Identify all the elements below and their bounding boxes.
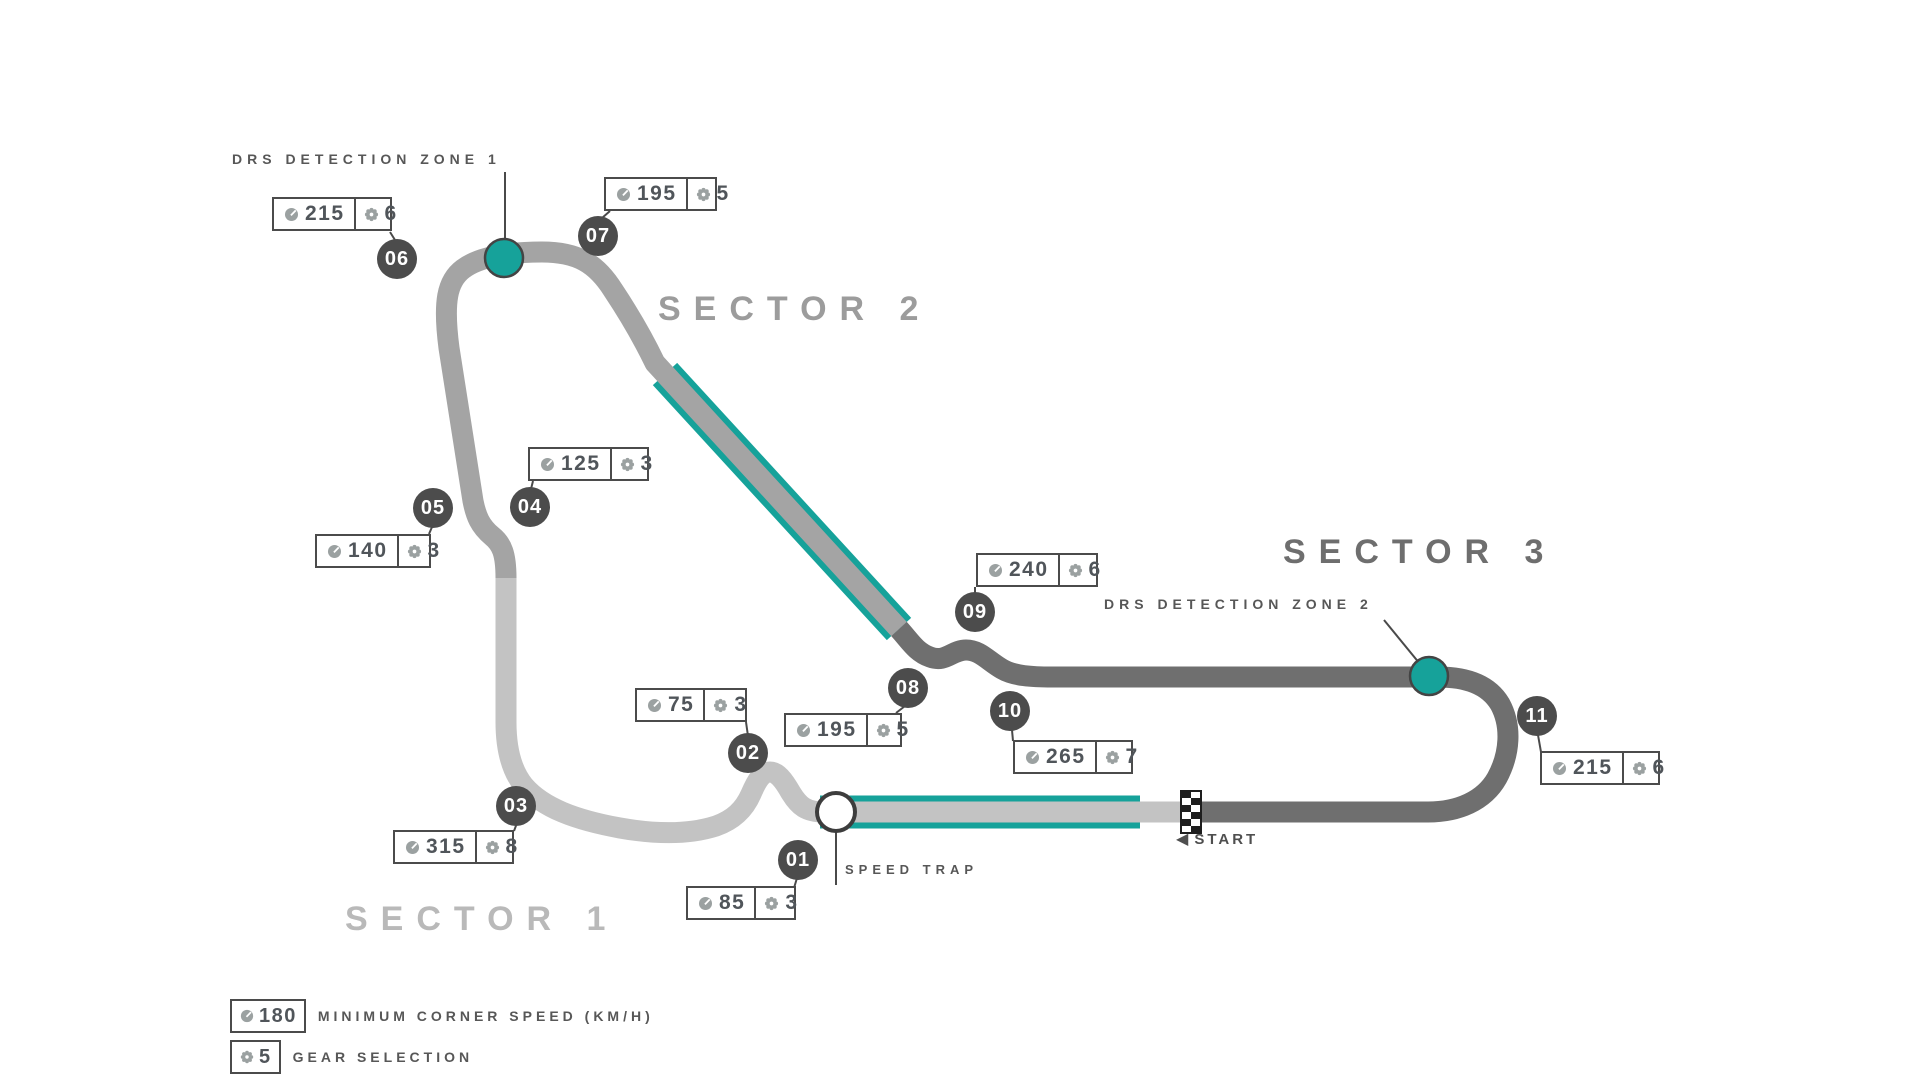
corner-marker-02: 02	[728, 733, 768, 773]
track-sector3-path	[891, 621, 1519, 823]
gear-icon	[363, 206, 380, 223]
corner-03-gear: 8	[505, 835, 519, 858]
gear-icon	[763, 895, 780, 912]
gear-icon	[695, 186, 712, 203]
corner-06-speed: 215	[305, 202, 345, 225]
speedometer-icon	[539, 456, 556, 473]
corner-02-speed: 75	[668, 693, 695, 716]
gear-icon	[712, 697, 729, 714]
gear-icon	[1104, 749, 1121, 766]
legend-gear-box: 5	[230, 1040, 281, 1074]
corner-09-gear: 6	[1088, 558, 1102, 581]
gear-icon	[406, 543, 423, 560]
corner-marker-06: 06	[377, 239, 417, 279]
legend-speed-value: 180	[259, 1004, 297, 1027]
corner-10-info-box: 265 7	[1013, 740, 1137, 774]
speed-trap-marker	[815, 791, 857, 833]
corner-07-gear: 5	[716, 182, 730, 205]
corner-marker-10: 10	[990, 691, 1030, 731]
speedometer-icon	[404, 839, 421, 856]
speed-trap-label: SPEED TRAP	[845, 862, 979, 877]
corner-marker-05: 05	[413, 488, 453, 528]
corner-marker-08: 08	[888, 668, 928, 708]
speedometer-icon	[326, 543, 343, 560]
gear-icon	[239, 1049, 255, 1065]
corner-08-gear: 5	[896, 718, 910, 741]
corner-marker-07: 07	[578, 216, 618, 256]
corner-marker-04: 04	[510, 487, 550, 527]
corner-10-speed: 265	[1046, 745, 1086, 768]
speedometer-icon	[615, 186, 632, 203]
gear-icon	[1067, 562, 1084, 579]
corner-marker-03: 03	[496, 786, 536, 826]
corner-05-gear: 3	[427, 539, 441, 562]
start-label: START	[1194, 831, 1259, 848]
corner-08-info-box: 195 5	[784, 713, 908, 747]
gear-icon	[875, 722, 892, 739]
speedometer-icon	[795, 722, 812, 739]
corner-05-speed: 140	[348, 539, 388, 562]
legend-gear-value: 5	[259, 1045, 272, 1068]
corner-03-info-box: 315 8	[393, 830, 517, 864]
corner-05-info-box: 140 3	[315, 534, 439, 568]
corner-04-speed: 125	[561, 452, 601, 475]
corner-01-info-box: 85 3	[686, 886, 799, 920]
sector1-title: SECTOR 1	[345, 900, 619, 938]
corner-06-gear: 6	[384, 202, 398, 225]
sector3-title: SECTOR 3	[1283, 533, 1557, 571]
corner-02-gear: 3	[734, 693, 748, 716]
track-sector2-path	[435, 241, 907, 637]
gear-icon	[484, 839, 501, 856]
drs-zone1-label: DRS DETECTION ZONE 1	[232, 151, 501, 167]
corner-10-gear: 7	[1125, 745, 1139, 768]
finish-line-flag	[1180, 790, 1202, 834]
legend-gear-label: GEAR SELECTION	[292, 1049, 474, 1065]
speedometer-icon	[1024, 749, 1041, 766]
corner-marker-11: 11	[1517, 696, 1557, 736]
corner-07-speed: 195	[637, 182, 677, 205]
speedometer-icon	[697, 895, 714, 912]
corner-11-info-box: 215 6	[1540, 751, 1664, 785]
corner-02-info-box: 75 3	[635, 688, 747, 722]
drs-zone2-label: DRS DETECTION ZONE 2	[1104, 596, 1373, 612]
corner-11-gear: 6	[1652, 756, 1666, 779]
legend-speed-box: 180	[230, 999, 306, 1033]
corner-01-speed: 85	[719, 891, 746, 914]
corner-06-info-box: 215 6	[272, 197, 396, 231]
corner-07-info-box: 195 5	[604, 177, 728, 211]
track-sector1-path	[495, 578, 1192, 844]
corner-marker-09: 09	[955, 592, 995, 632]
drs-detection-zone1-marker	[483, 237, 525, 279]
corner-11-speed: 215	[1573, 756, 1613, 779]
legend-gear-selection: 5 GEAR SELECTION	[230, 1040, 473, 1074]
speedometer-icon	[239, 1008, 255, 1024]
sector2-title: SECTOR 2	[658, 290, 932, 328]
connector-lines	[389, 172, 1542, 889]
speedometer-icon	[987, 562, 1004, 579]
legend-speed-label: MINIMUM CORNER SPEED (KM/H)	[317, 1008, 654, 1024]
corner-09-speed: 240	[1009, 558, 1049, 581]
corner-marker-01: 01	[778, 840, 818, 880]
corner-08-speed: 195	[817, 718, 857, 741]
corner-09-info-box: 240 6	[976, 553, 1100, 587]
corner-04-gear: 3	[640, 452, 654, 475]
gear-icon	[1631, 760, 1648, 777]
corner-04-info-box: 125 3	[528, 447, 652, 481]
drs-detection-zone2-marker	[1408, 655, 1450, 697]
corner-03-speed: 315	[426, 835, 466, 858]
speedometer-icon	[1551, 760, 1568, 777]
gear-icon	[619, 456, 636, 473]
speedometer-icon	[283, 206, 300, 223]
legend-min-corner-speed: 180 MINIMUM CORNER SPEED (KM/H)	[230, 999, 654, 1033]
start-arrow-icon: ◀	[1176, 830, 1189, 848]
speedometer-icon	[646, 697, 663, 714]
start-indicator: ◀ START	[1176, 831, 1258, 848]
corner-01-gear: 3	[785, 891, 799, 914]
